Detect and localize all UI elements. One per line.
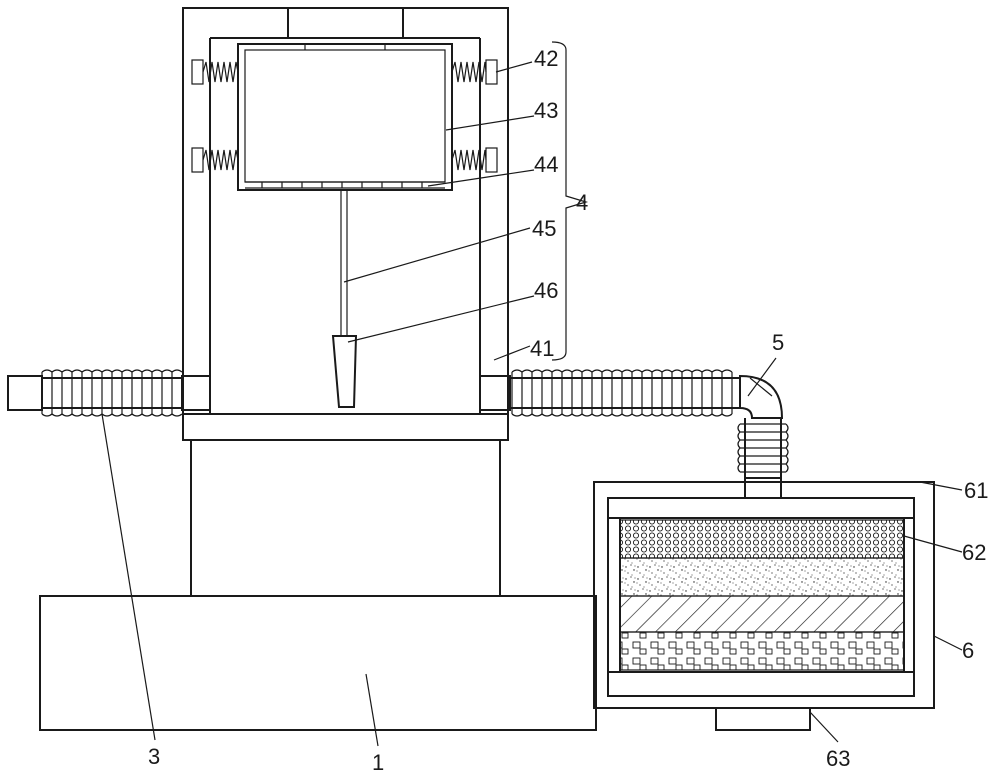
filter-tank	[593, 481, 935, 731]
group-bracket	[551, 41, 589, 361]
label-41: 41	[530, 336, 554, 361]
spring-top-left	[191, 59, 239, 85]
left-bellows-pipe	[7, 369, 211, 417]
label-5: 5	[772, 330, 784, 355]
spring-top-right	[451, 59, 498, 85]
base-block	[39, 595, 597, 731]
label-1: 1	[372, 750, 384, 775]
label-46: 46	[534, 278, 558, 303]
spring-bottom-right	[451, 147, 498, 173]
label-6: 6	[962, 638, 974, 663]
label-45: 45	[532, 216, 556, 241]
label-42: 42	[534, 46, 558, 71]
spring-bottom-left	[191, 147, 239, 173]
rod	[340, 189, 348, 337]
label-61: 61	[964, 478, 988, 503]
filter-slots	[245, 181, 445, 189]
label-62: 62	[962, 540, 986, 565]
housing-outer	[182, 7, 509, 441]
label-4: 4	[576, 190, 588, 215]
brush-head	[331, 335, 358, 408]
label-63: 63	[826, 746, 850, 771]
filter-box	[237, 43, 453, 191]
support-column	[190, 439, 501, 597]
right-bellows-pipe	[479, 369, 789, 499]
label-44: 44	[534, 152, 558, 177]
label-3: 3	[148, 744, 160, 769]
leader-lines	[101, 61, 963, 747]
label-43: 43	[534, 98, 558, 123]
